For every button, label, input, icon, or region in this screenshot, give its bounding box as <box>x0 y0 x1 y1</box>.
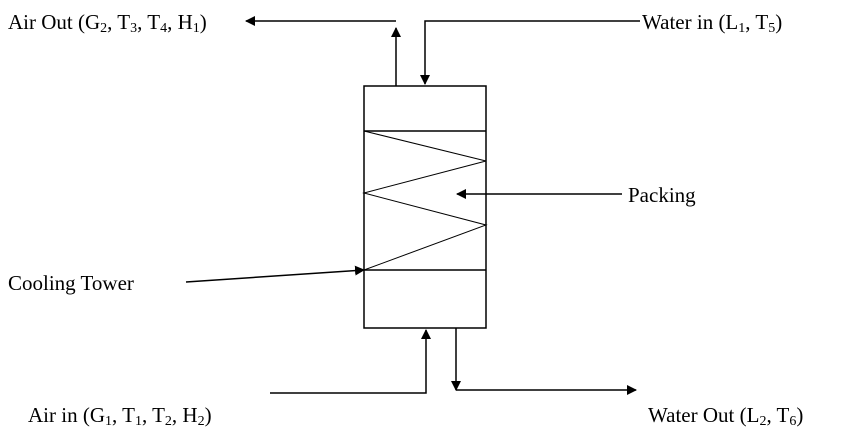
air-out-label: Air Out (G2, T3, T4, H1) <box>8 10 207 36</box>
cooling-tower-label: Cooling Tower <box>8 271 134 295</box>
cooling-tower-pointer-arrow <box>185 265 365 283</box>
packing-zigzag <box>362 130 488 271</box>
air-in-arrow <box>270 329 431 394</box>
water-in-arrow <box>420 20 640 85</box>
water-out-label: Water Out (L2, T6) <box>648 403 804 429</box>
tower-column <box>363 85 487 329</box>
air-in-label: Air in (G1, T1, T2, H2) <box>28 403 212 429</box>
water-in-label: Water in (L1, T5) <box>642 10 783 36</box>
packing-label: Packing <box>628 183 696 207</box>
